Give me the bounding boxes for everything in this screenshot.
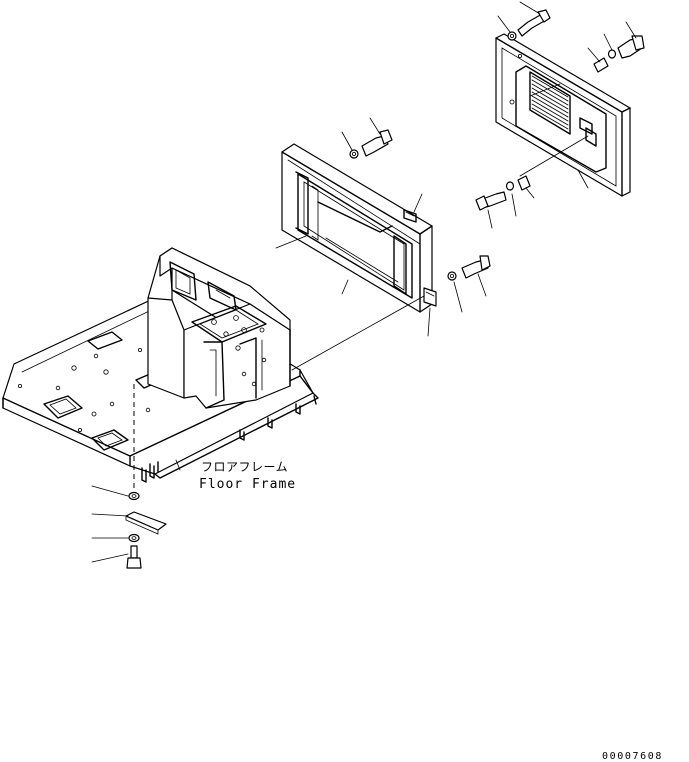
leader-floor-bolt (91, 553, 129, 563)
cover-panel (495, 33, 631, 197)
floor-frame-label-en: Floor Frame (199, 477, 297, 492)
leader-lines (91, 1, 637, 563)
floor-frame-label-jp: フロアフレーム (201, 460, 289, 474)
cover-frame (281, 143, 437, 313)
leader-frame-bracket (427, 307, 431, 337)
leader-panel-bolt (625, 21, 637, 39)
leader-frame-bolt (369, 117, 381, 135)
console-stand (147, 247, 291, 409)
leader-floor-plate (91, 513, 129, 517)
leader-panel-cover (577, 169, 589, 189)
drawing-number: 00007608 (602, 751, 663, 762)
leader-frame-washer (341, 131, 353, 151)
leader-side-bolt (487, 209, 493, 229)
leader-frame-lower-bolt (477, 273, 487, 297)
leader-panel-collar (587, 47, 601, 63)
leader-top-washer (497, 15, 511, 33)
hardware (125, 9, 645, 569)
leader-panel-top-clip (413, 193, 423, 213)
leader-clip-nut (525, 187, 535, 199)
leader-frame-lower-washer (453, 281, 463, 313)
leader-frame-body (341, 279, 349, 295)
leader-floor-washer (91, 485, 129, 497)
leader-top-bolt (519, 1, 541, 15)
leader-side-washer (511, 193, 517, 217)
leader-panel-washer (603, 33, 613, 51)
leader-frame-inner (275, 235, 307, 249)
assembly-lines (133, 83, 589, 490)
